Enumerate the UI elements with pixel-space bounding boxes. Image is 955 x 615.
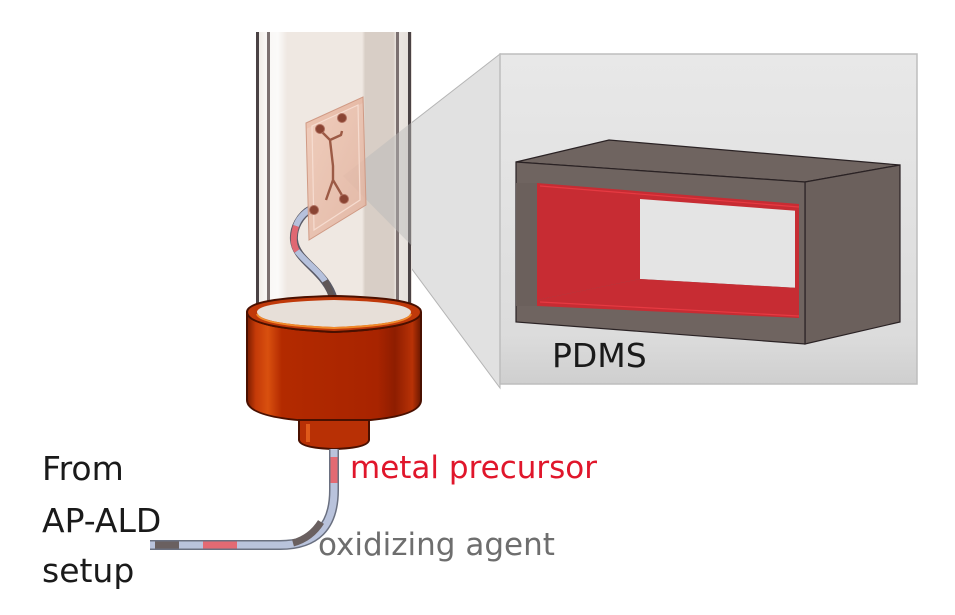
coating-top-edge <box>537 183 799 211</box>
chip-port <box>339 194 349 204</box>
tubing-red-segment <box>290 225 300 253</box>
microfluidic-chip <box>305 96 367 241</box>
tube-wall-left-outer <box>256 32 259 332</box>
chip-inner-bevel <box>311 104 361 232</box>
coating-inner-line-top <box>539 185 800 208</box>
zoom-projection-overlay <box>343 122 412 246</box>
chip-port <box>337 113 347 123</box>
chip-port <box>315 124 325 134</box>
external-tubing-outline <box>150 449 339 550</box>
channel-opening <box>640 197 799 288</box>
tube-holder <box>245 294 423 451</box>
holder-nozzle-highlight <box>306 424 310 442</box>
holder-nozzle <box>298 419 370 451</box>
chip-port <box>309 205 319 215</box>
coating-back-left <box>537 183 640 300</box>
label-source-line1: From <box>42 449 124 488</box>
holder-rim-highlight <box>256 313 412 330</box>
coating-inner-line <box>539 301 800 317</box>
holder-inner <box>257 300 411 327</box>
label-pdms: PDMS <box>552 336 647 375</box>
label-oxidizing-agent: oxidizing agent <box>318 527 555 563</box>
tube-wall-right-outer <box>408 32 411 332</box>
pdms-inner-left-wall <box>516 183 537 306</box>
chip-channel <box>319 129 345 201</box>
coating-bottom-floor <box>537 279 799 318</box>
gas-tubing <box>150 449 339 550</box>
label-source-line2: AP-ALD <box>42 501 161 540</box>
coating-right-edge <box>795 205 799 318</box>
external-tubing-dark-bend <box>291 520 324 547</box>
tube-wall-right-inner <box>396 32 399 332</box>
channel-cross-section <box>515 139 901 345</box>
label-source-line3: setup <box>42 551 134 590</box>
tube-wall-left-inner <box>267 32 270 332</box>
label-metal-precursor: metal precursor <box>350 450 597 486</box>
external-tubing-blue <box>150 449 338 549</box>
tubing-blue-mid <box>294 249 328 283</box>
pdms-right-face <box>804 164 901 345</box>
